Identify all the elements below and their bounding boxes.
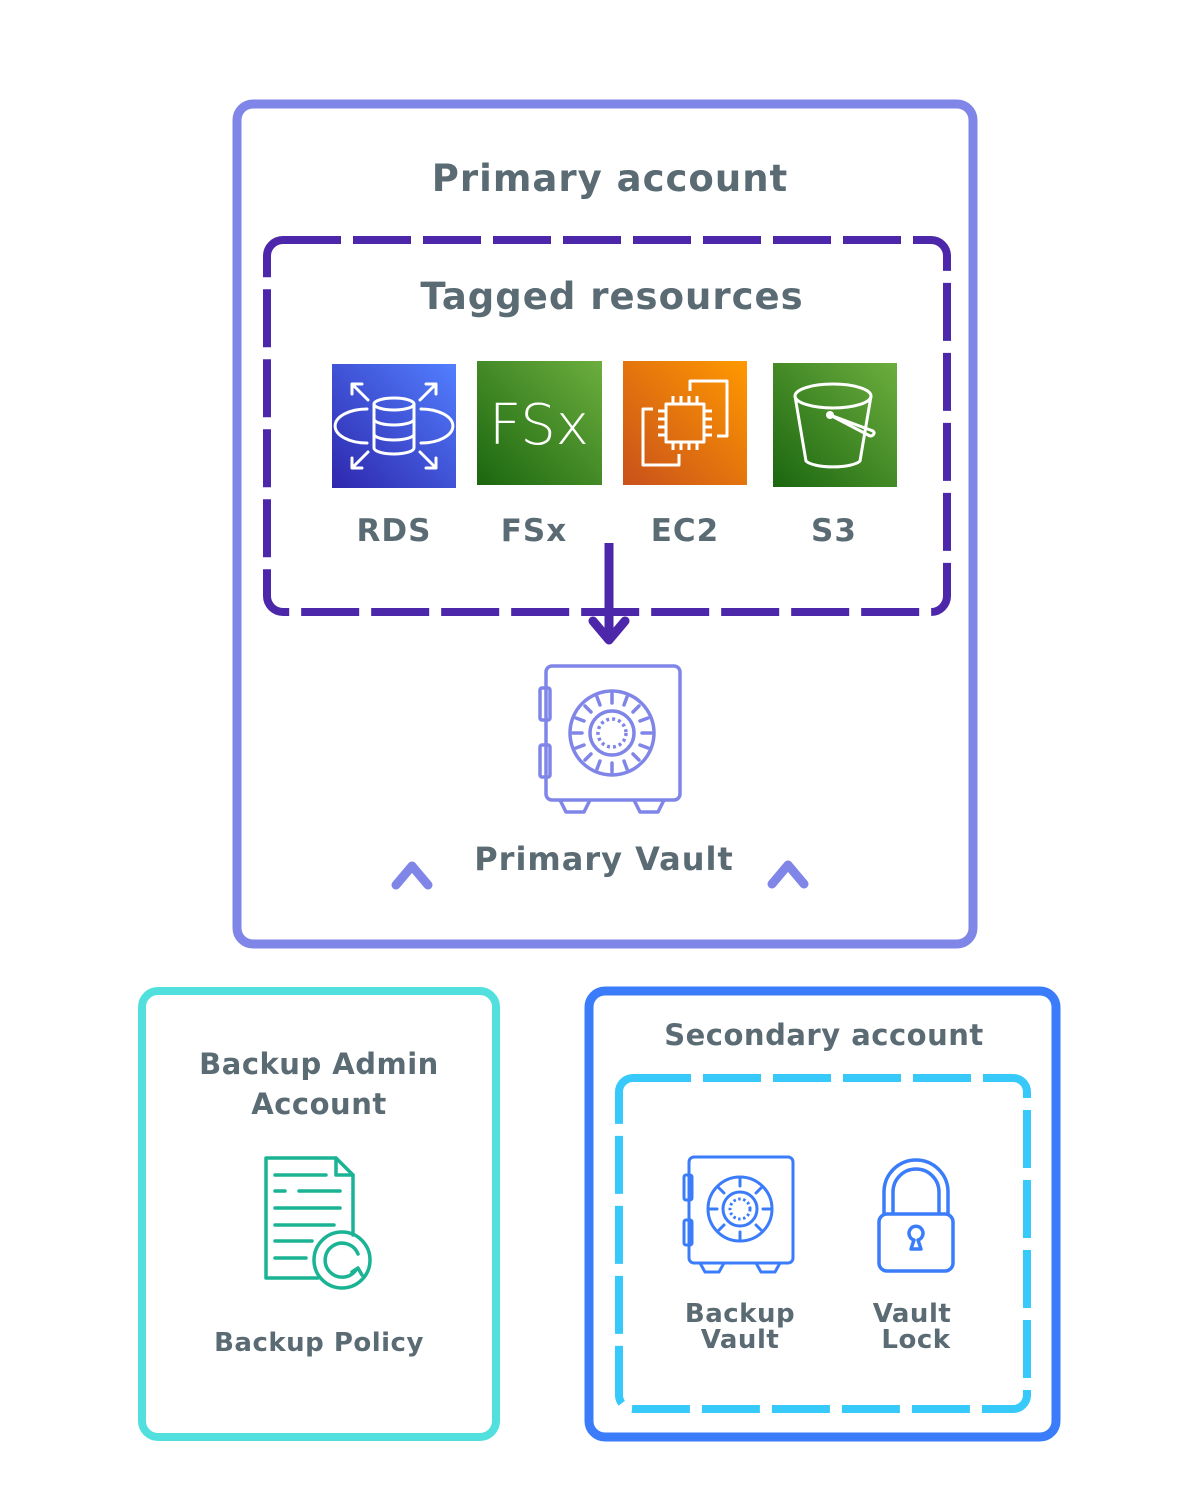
- secondary-inner-dashed-box: [615, 1074, 1031, 1413]
- backup-policy-label: Backup Policy: [214, 1328, 424, 1358]
- vault-lock-icon: [877, 1158, 955, 1273]
- fsx-icon-text: FSx: [489, 393, 589, 458]
- secondary-account-title: Secondary account: [664, 1018, 984, 1052]
- tagged-resources-title: Tagged resources: [420, 275, 804, 318]
- vault-lock-label-line2: Lock: [881, 1325, 951, 1355]
- rds-database-icon: [332, 364, 456, 488]
- backup-admin-title-line1: Backup Admin: [199, 1047, 439, 1081]
- resources-to-vault-arrow: [588, 543, 630, 645]
- s3-tile: [773, 363, 897, 487]
- backup-admin-title-line2: Account: [251, 1087, 387, 1121]
- rds-tile: [332, 364, 456, 488]
- s3-bucket-icon: [773, 363, 897, 487]
- primary-vault-label: Primary Vault: [474, 840, 734, 878]
- ec2-tile: [623, 361, 747, 485]
- backup-admin-box: [138, 987, 500, 1441]
- backup-vault-icon: [682, 1155, 795, 1274]
- primary-account-box: [232, 99, 978, 949]
- admin-to-primary-arrow: [391, 861, 433, 1018]
- service-label-s3: S3: [811, 513, 857, 549]
- ec2-chip-icon: [623, 361, 747, 485]
- backup-vault-label-line1: Backup: [684, 1299, 796, 1329]
- fsx-icon: FSx: [477, 361, 602, 485]
- service-label-rds: RDS: [356, 513, 432, 549]
- backup-policy-icon: [264, 1156, 372, 1290]
- primary-vault-icon: [538, 664, 682, 814]
- service-label-ec2: EC2: [650, 513, 720, 549]
- service-label-fsx: FSx: [500, 513, 568, 549]
- fsx-tile: FSx: [477, 361, 602, 485]
- secondary-account-box: [584, 986, 1061, 1442]
- vault-lock-label-line1: Vault: [872, 1299, 952, 1329]
- backup-vault-label-line2: Vault: [700, 1325, 780, 1355]
- primary-account-title: Primary account: [431, 157, 789, 200]
